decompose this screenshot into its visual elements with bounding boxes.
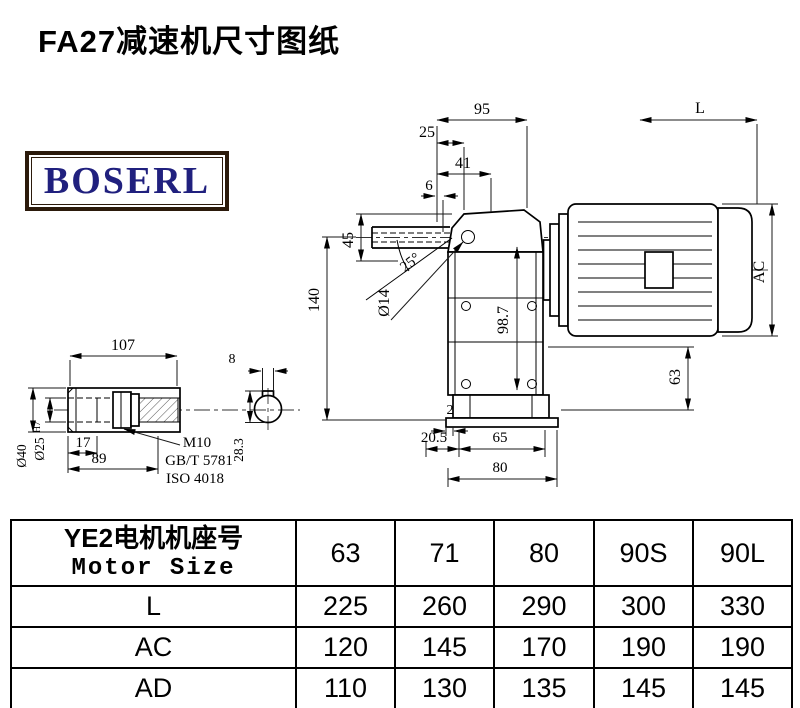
table-cell: 110 [295, 667, 396, 708]
col-header-90L: 90L [692, 519, 793, 587]
row-label-AD: AD [10, 667, 297, 708]
keyway-detail: 8 28.3 [229, 352, 288, 462]
row-label-L: L [10, 585, 297, 628]
dim-dia14: Ø14 [376, 289, 393, 317]
col-header-63: 63 [295, 519, 396, 587]
dim-angle-25: 25° [397, 250, 423, 276]
dim-89: 89 [92, 451, 107, 467]
col-header-71: 71 [394, 519, 495, 587]
table-cell: 190 [692, 626, 793, 669]
label-m10: M10 [183, 435, 211, 451]
motor-outline [567, 203, 719, 337]
table-row-AC: AC 120 145 170 190 190 [10, 626, 793, 669]
row-label-AC: AC [10, 626, 297, 669]
main-dimensions: 95 25 L 41 6 [306, 100, 778, 487]
dim-80: 80 [493, 460, 508, 476]
table-cell: 225 [295, 585, 396, 628]
motor-flange [542, 213, 569, 327]
dim-AC: AC [751, 261, 768, 283]
dim-17: 17 [76, 435, 92, 451]
gearbox-outline [446, 209, 544, 396]
table-cell: 330 [692, 585, 793, 628]
dim-95: 95 [474, 101, 490, 118]
table-cell: 145 [394, 626, 495, 669]
dim-2: 2 [447, 403, 454, 418]
motor-size-label-en: Motor Size [71, 555, 236, 582]
dim-41: 41 [455, 155, 471, 172]
fan-cover [717, 207, 753, 333]
dim-dia40: Ø40 [14, 444, 29, 467]
motor-size-table: YE2电机机座号 Motor Size 63 71 80 90S 90L L 2… [10, 519, 793, 708]
motor-size-label-cn: YE2电机机座号 [63, 523, 244, 553]
boserl-logo-frame: BOSERL [31, 157, 223, 205]
table-cell: 260 [394, 585, 495, 628]
table-cell: 130 [394, 667, 495, 708]
dim-25: 25 [419, 124, 435, 141]
table-cell: 300 [593, 585, 694, 628]
dim-65: 65 [493, 430, 508, 446]
table-cell: 190 [593, 626, 694, 669]
keyway-slot [261, 390, 275, 397]
dim-45: 45 [340, 232, 357, 248]
table-cell: 145 [593, 667, 694, 708]
table-cell: 135 [493, 667, 595, 708]
dim-140: 140 [306, 288, 323, 312]
label-gbt-5781: GB/T 5781 [165, 453, 233, 469]
col-header-80: 80 [493, 519, 595, 587]
table-header-motor-size: YE2电机机座号 Motor Size [10, 519, 297, 587]
shaft-dimensions: 107 17 89 Ø40 Ø25 H7 [14, 337, 233, 487]
table-cell: 145 [692, 667, 793, 708]
table-row-AD: AD 110 130 135 145 145 [10, 667, 793, 708]
dim-dia25-tolerance: H7 [33, 421, 43, 433]
page-title: FA27减速机尺寸图纸 [38, 24, 341, 59]
dim-L: L [695, 100, 705, 117]
dim-6: 6 [425, 178, 433, 194]
dim-dia25: Ø25 [32, 437, 47, 460]
dim-8: 8 [229, 352, 236, 367]
dim-63: 63 [667, 369, 684, 385]
shaft-detail: 107 17 89 Ø40 Ø25 H7 [14, 337, 300, 487]
main-view: 95 25 L 41 6 [306, 100, 778, 487]
bore-circle [253, 394, 283, 424]
mounting-base [445, 394, 559, 428]
hollow-shaft [371, 226, 458, 249]
col-header-90S: 90S [593, 519, 694, 587]
boserl-logo: BOSERL [25, 151, 229, 211]
dim-98-7: 98.7 [495, 306, 512, 334]
motor-nameplate [644, 251, 674, 289]
dim-28-3: 28.3 [231, 438, 246, 462]
table-row-L: L 225 260 290 300 330 [10, 585, 793, 628]
label-iso-4018: ISO 4018 [166, 471, 224, 487]
table-cell: 170 [493, 626, 595, 669]
dim-20-5: 20.5 [421, 430, 447, 446]
dim-107: 107 [111, 337, 135, 354]
boserl-logo-text: BOSERL [43, 160, 211, 202]
table-cell: 290 [493, 585, 595, 628]
table-cell: 120 [295, 626, 396, 669]
bolt-detail [112, 391, 179, 429]
technical-drawing: 95 25 L 41 6 [14, 100, 778, 487]
